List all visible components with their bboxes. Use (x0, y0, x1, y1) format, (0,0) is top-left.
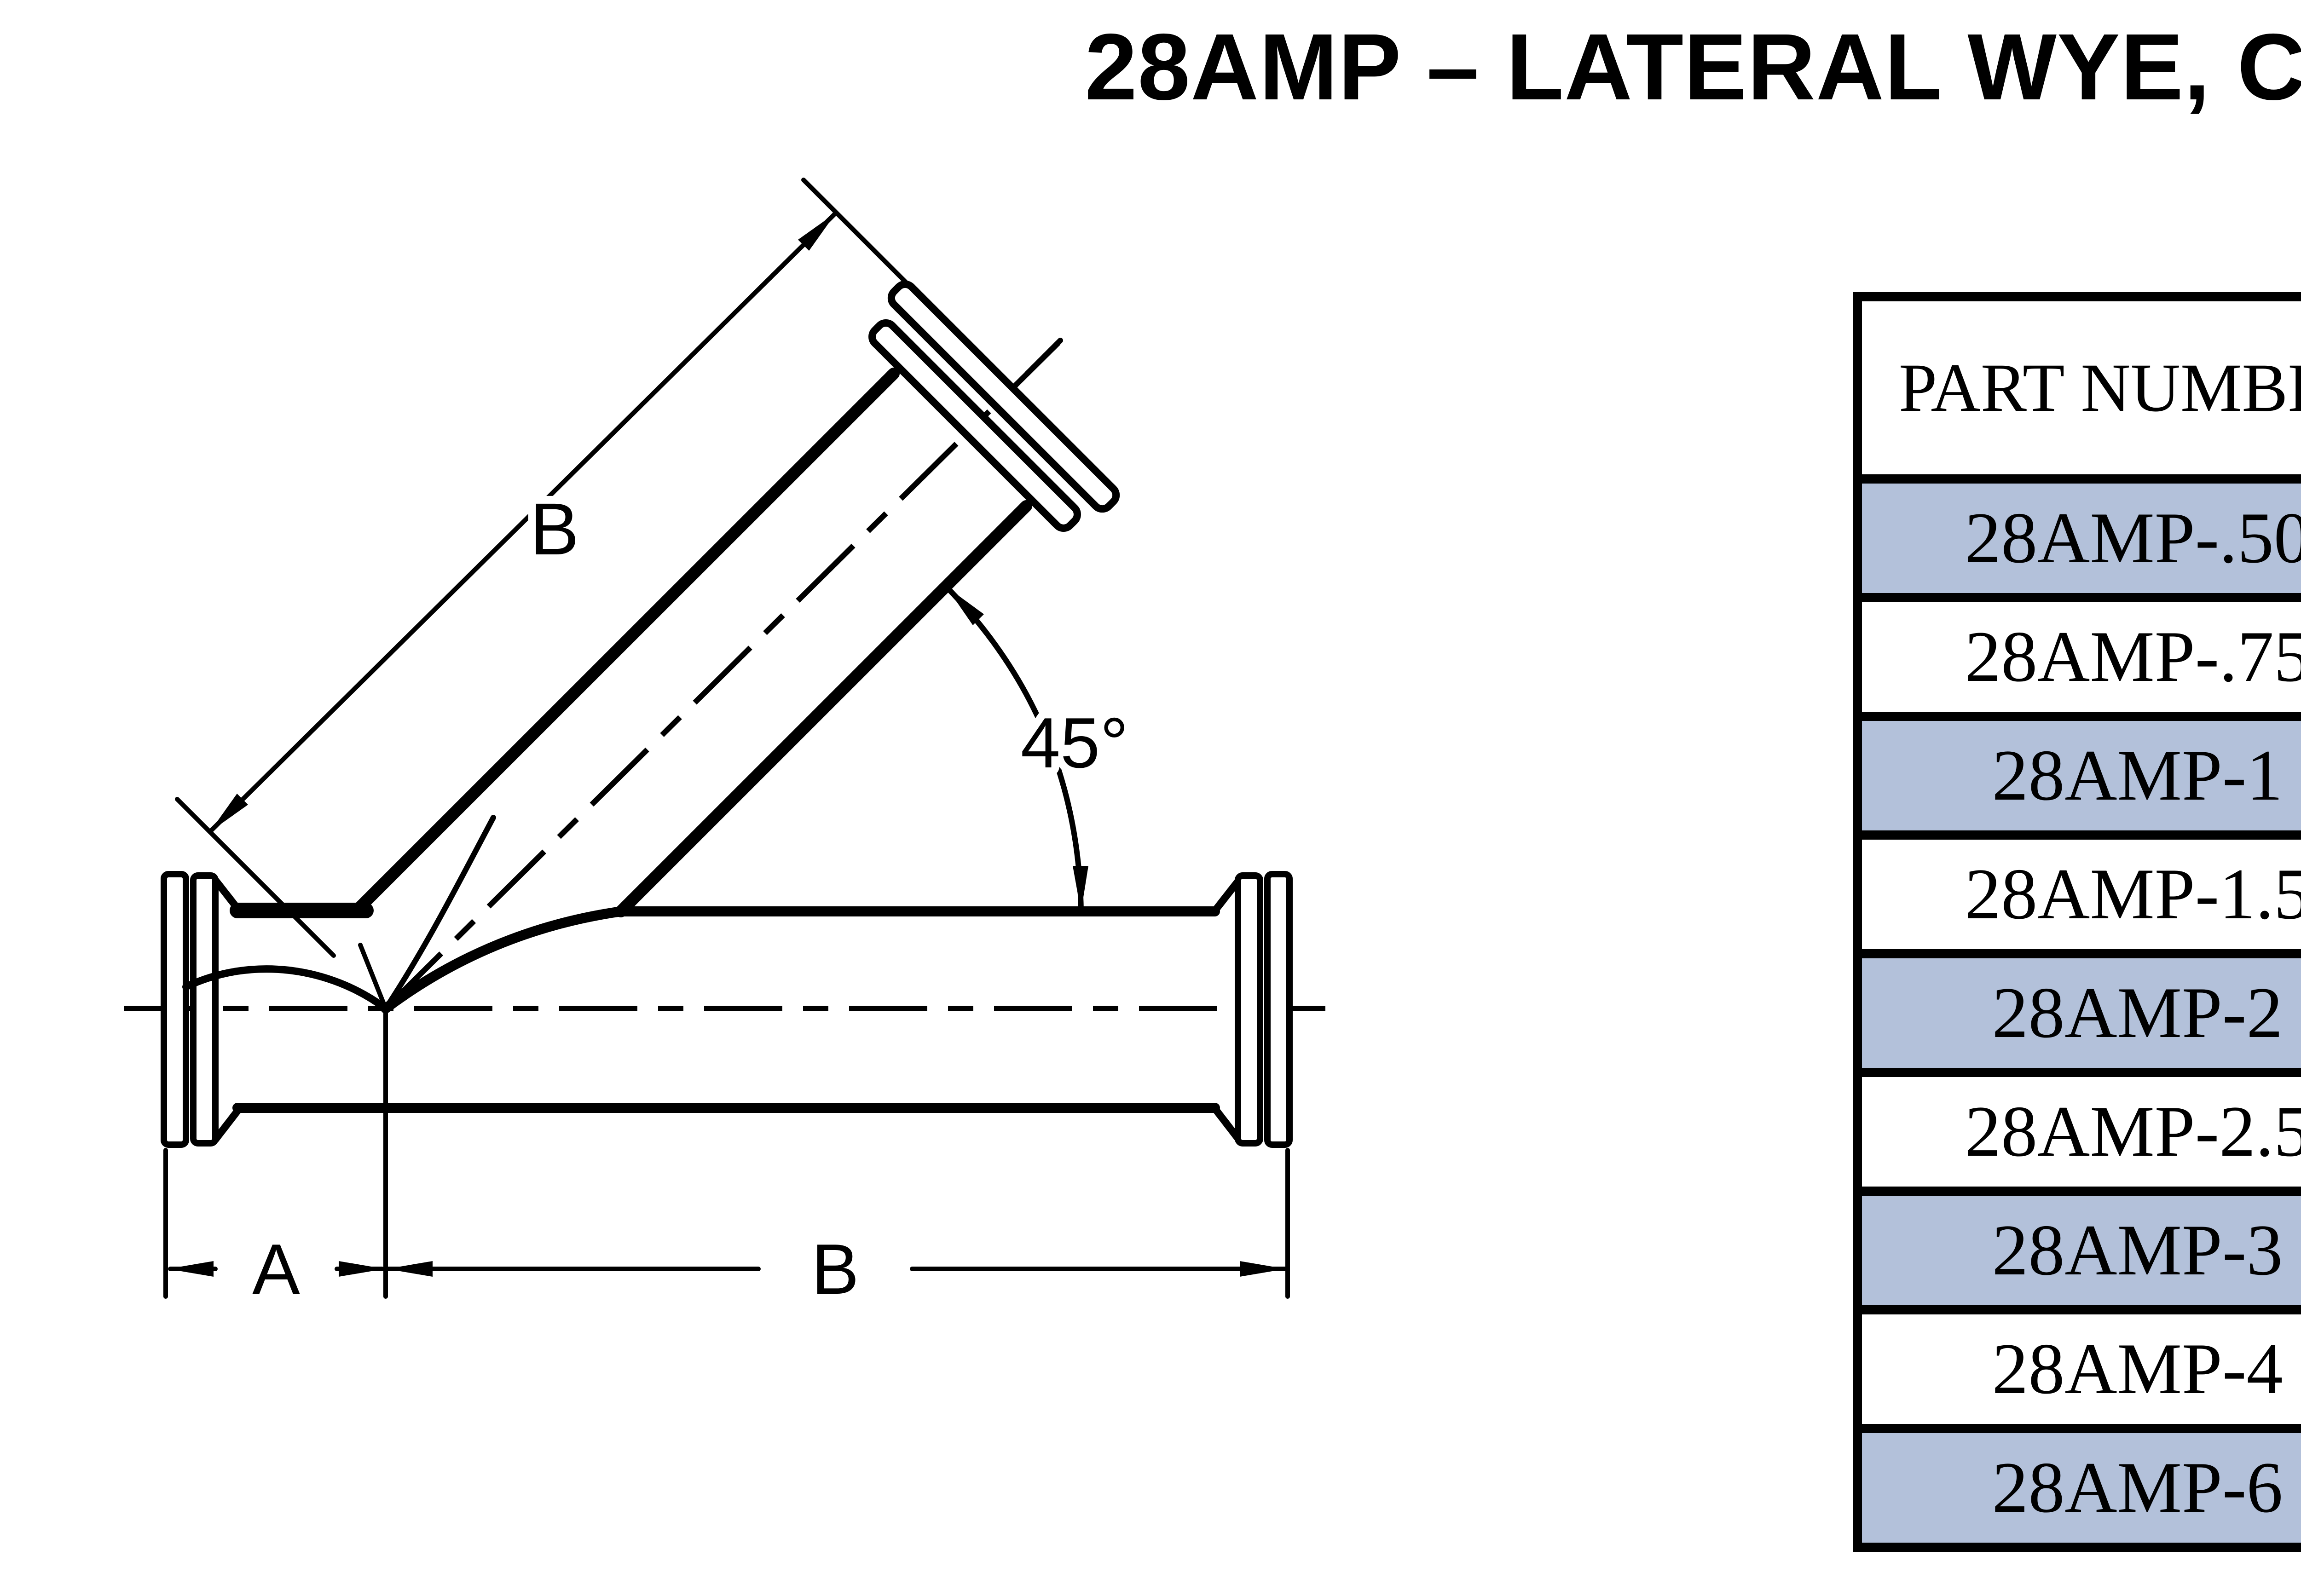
arrowhead (387, 1261, 433, 1277)
arrowhead (168, 1261, 214, 1277)
extension-line (175, 797, 336, 958)
branch-ferrule-face-bar (887, 280, 1120, 513)
dimension-label-a: A (252, 1229, 300, 1309)
col-header-label: PART NUMBER (1898, 350, 2301, 426)
arrowhead (339, 1261, 385, 1277)
arrowhead (1073, 866, 1088, 912)
main-pipe (124, 903, 1325, 1113)
ferrule-face-bar (161, 871, 189, 1148)
angle-arc (943, 584, 1084, 915)
header-row: PART NUMBER SIZE (inches) A (inches) B (… (1853, 292, 2301, 484)
table-row: 28AMP-4 4 2.687 11.375 (1853, 1305, 2301, 1433)
col-header-part-number: PART NUMBER (1853, 292, 2301, 484)
cell-part-number: 28AMP-3 (1853, 1187, 2301, 1314)
cell-part-number: 28AMP-1 (1853, 712, 2301, 840)
arrowhead (798, 213, 836, 251)
table-row: 28AMP-1.5 1-1/2 1.687 6.688 (1853, 830, 2301, 958)
dimension-line (208, 210, 838, 834)
arrowhead (1240, 1261, 1286, 1277)
crotch-saddle-curve (182, 965, 389, 1012)
left-clamp-ferrule (161, 871, 244, 1148)
right-clamp-ferrule (1210, 871, 1293, 1148)
table-row: 28AMP-2 2 2.125 7.625 (1853, 949, 2301, 1077)
branch-centerline-tick (1024, 338, 1063, 376)
dimension-label-run-b: B (811, 1229, 859, 1309)
ferrule-shoulder (212, 876, 244, 916)
ferrule-lip-bar (1235, 872, 1263, 1147)
angle-annotation: 45° (943, 584, 1136, 915)
table-row: 28AMP-1 1 1.500 5.500 (1853, 712, 2301, 840)
spec-table: PART NUMBER SIZE (inches) A (inches) B (… (1853, 292, 2301, 1552)
branch-lower-edge (615, 500, 1032, 917)
angle-label: 45° (1021, 703, 1128, 783)
branch-centerline (383, 340, 1061, 1011)
cell-part-number: 28AMP-6 (1853, 1424, 2301, 1552)
cell-part-number: 28AMP-1.5 (1853, 830, 2301, 958)
table-row: 28AMP-6 6 4.375 13.250 (1853, 1424, 2301, 1552)
branch-upper-edge (351, 368, 900, 916)
branch-pipe (182, 280, 1120, 1014)
table-row: 28AMP-3 3 2.375 9.375 (1853, 1187, 2301, 1314)
page-title: 28AMP – LATERAL WYE, CLAMP ENDS (1085, 14, 2301, 120)
dimension-run: A B (163, 1007, 1290, 1317)
arrowhead (210, 794, 248, 832)
arrowhead (946, 587, 984, 625)
cell-part-number: 28AMP-2 (1853, 949, 2301, 1077)
table-row: 28AMP-2.5 2-1/2 2.000 9.000 (1853, 1068, 2301, 1196)
ferrule-face-bar (1264, 871, 1293, 1148)
table-row: 28AMP-.75 3/4 1.500 5.500 (1853, 593, 2301, 721)
ferrule-shoulder (212, 1104, 244, 1143)
cell-part-number: 28AMP-.50 (1853, 474, 2301, 602)
dimension-label-branch-b: B (530, 488, 579, 570)
extension-line (801, 178, 962, 339)
cell-part-number: 28AMP-4 (1853, 1305, 2301, 1433)
crotch-spur (358, 943, 388, 1011)
dimension-branch-b: B (175, 178, 962, 958)
wye-diagram: B 45° A B (124, 178, 1325, 1317)
cell-part-number: 28AMP-.75 (1853, 593, 2301, 721)
cell-part-number: 28AMP-2.5 (1853, 1068, 2301, 1196)
table-row: 28AMP-.50 1/2 1.500 5.500 (1853, 474, 2301, 602)
branch-bore-curve (383, 815, 496, 1011)
crotch-line (381, 906, 626, 1014)
branch-ferrule-lip-bar (868, 319, 1081, 532)
ferrule-lip-bar (190, 872, 219, 1147)
